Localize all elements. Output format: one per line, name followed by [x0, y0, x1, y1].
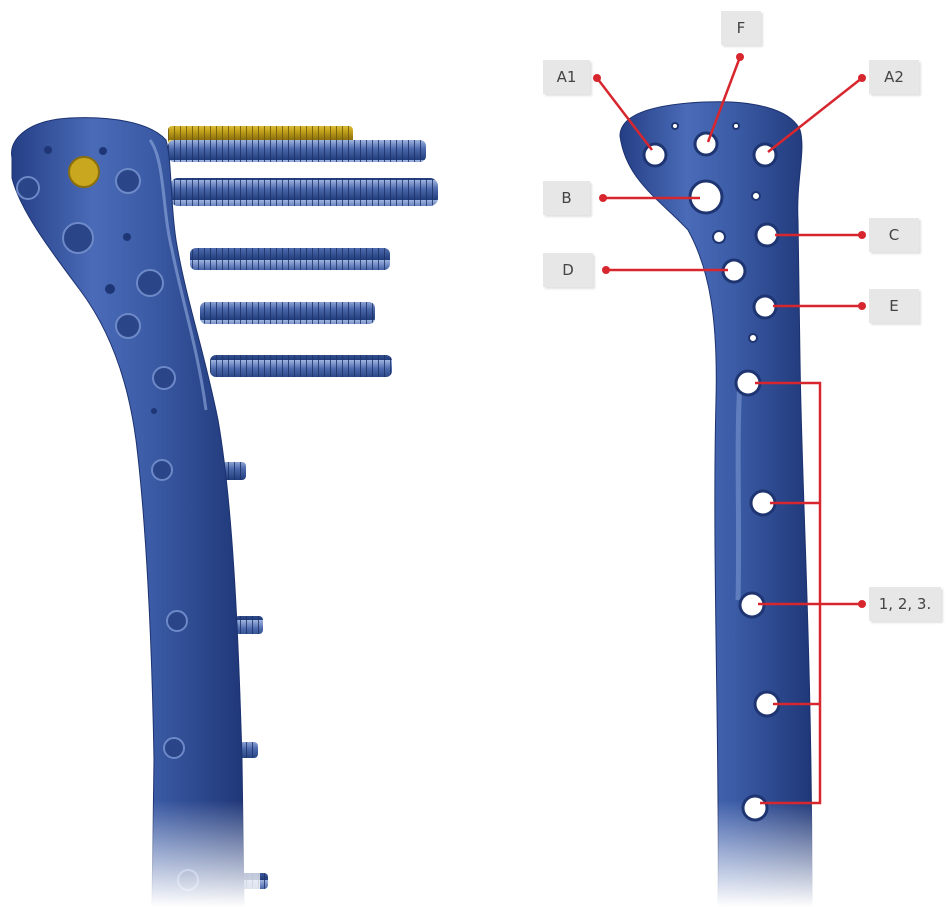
label-e: E [869, 289, 919, 323]
locking-screw-icon [170, 178, 438, 206]
small-hole-icon [105, 284, 115, 294]
locking-screw-icon [190, 248, 390, 270]
screw-head-icon [116, 169, 140, 193]
screw-head-icon [137, 270, 163, 296]
right-plate [620, 102, 830, 907]
hole-a1 [644, 144, 666, 166]
plate-icon [620, 102, 812, 907]
small-hole-icon [44, 146, 52, 154]
label-a1: A1 [543, 60, 590, 94]
label-d: D [543, 253, 593, 287]
screw-head-icon [17, 177, 39, 199]
left-plate-assembly [12, 118, 438, 907]
hole-f [695, 133, 717, 155]
label-b: B [543, 181, 590, 215]
screw-head-icon [164, 738, 184, 758]
hole-shaft [743, 796, 767, 820]
label-c: C [869, 218, 919, 252]
screw-head-icon [116, 314, 140, 338]
hole-e [754, 296, 776, 318]
locking-screw-icon [200, 302, 375, 324]
small-hole-icon [123, 233, 131, 241]
locking-screw-icon [210, 355, 392, 377]
screw-head-icon [153, 367, 175, 389]
label-f: F [721, 11, 761, 45]
gold-screw-head-icon [69, 157, 99, 187]
screw-head-icon [167, 611, 187, 631]
screw-head-icon [152, 460, 172, 480]
small-hole-icon [99, 147, 107, 155]
cortical-screw-icon [235, 616, 263, 634]
screw-head-icon [63, 223, 93, 253]
small-hole-icon [733, 123, 739, 129]
small-hole-icon [672, 123, 678, 129]
small-hole-icon [752, 192, 760, 200]
hole-c [756, 224, 778, 246]
small-hole-icon [749, 334, 757, 342]
label-a2: A2 [869, 60, 919, 94]
locking-screw-icon [168, 140, 426, 162]
small-hole-icon [151, 408, 157, 414]
label-shaft-holes: 1, 2, 3. [869, 587, 941, 621]
small-hole-icon [713, 231, 725, 243]
